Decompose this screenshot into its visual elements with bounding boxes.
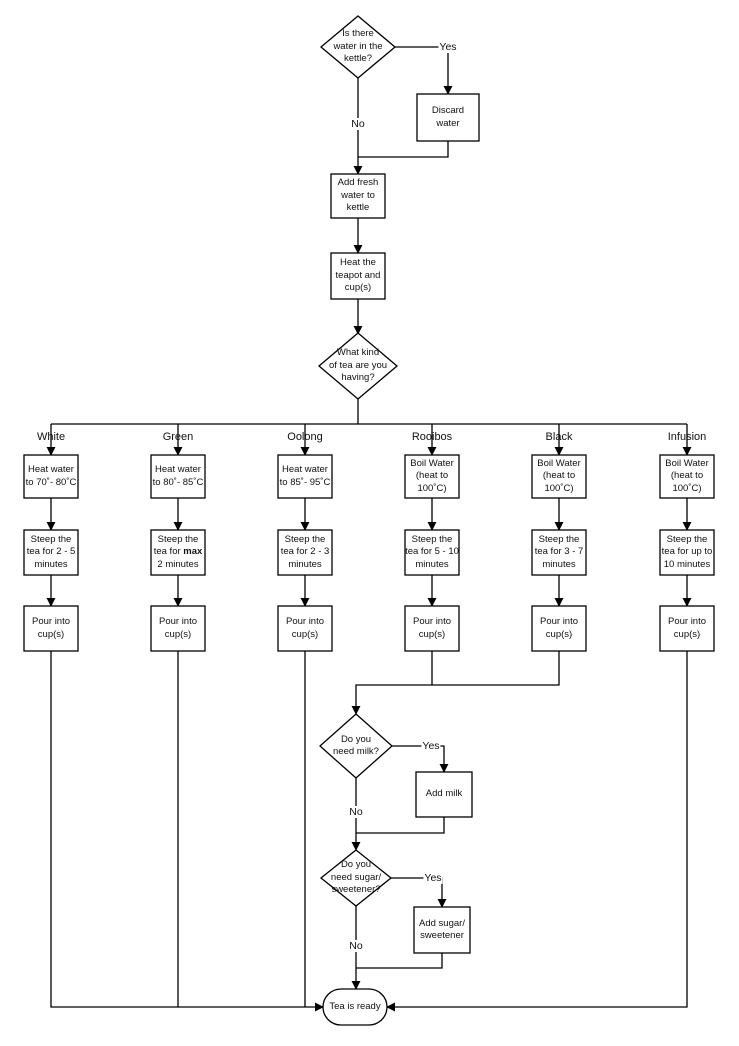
add-fresh-water-box (330, 173, 386, 219)
water-yes-label: Yes (438, 41, 458, 53)
oolong-heat-box (277, 454, 333, 499)
discard-merge-connector (358, 141, 449, 158)
water-no-label: No (350, 118, 366, 130)
water-check-decision (319, 15, 397, 79)
green-steep-box (150, 529, 206, 576)
white-steep-box (23, 529, 79, 576)
infusion-to-end-connector (386, 651, 688, 1012)
milk-no-label: No (348, 806, 364, 818)
rooibos-heat-box (404, 454, 460, 499)
infusion-steep-box (659, 529, 715, 576)
green-pour-box (150, 605, 206, 652)
discard-water-box (416, 93, 480, 142)
sugar-yes-label: Yes (423, 872, 443, 884)
sugar-no-label: No (348, 940, 364, 952)
black-heat-box (531, 454, 587, 499)
milk-yes-label: Yes (421, 740, 441, 752)
black-category-label: Black (545, 431, 573, 443)
rooibos-category-label: Rooibos (411, 431, 453, 443)
black-pour-box (531, 605, 587, 652)
heat-teapot-box (330, 252, 386, 300)
black-steep-box (531, 529, 587, 576)
milk-decision (319, 713, 393, 779)
add-milk-box (415, 771, 473, 818)
green-category-label: Green (162, 431, 194, 443)
oolong-pour-box (277, 605, 333, 652)
yes-to-discard-connector (395, 46, 453, 95)
infusion-pour-box (659, 605, 715, 652)
white-pour-box (23, 605, 79, 652)
tea-ready-terminal (322, 988, 388, 1026)
tea-kind-decision (317, 332, 399, 400)
green-heat-box (150, 454, 206, 499)
white-to-end-connector (50, 651, 324, 1012)
sugar-decision (319, 849, 393, 907)
milk-merge-connector (356, 817, 445, 834)
infusion-heat-box (659, 454, 715, 499)
milk-yes-connector (392, 745, 449, 773)
white-heat-box (23, 454, 79, 499)
oolong-category-label: Oolong (287, 431, 323, 443)
sugar-merge-connector (356, 953, 443, 969)
infusion-category-label: Infusion (667, 431, 707, 443)
rooibos-steep-box (404, 529, 460, 576)
rooibos-pour-box (404, 605, 460, 652)
white-category-label: White (36, 431, 66, 443)
oolong-steep-box (277, 529, 333, 576)
black-to-milk-connector (351, 651, 560, 715)
add-sugar-box (413, 906, 471, 954)
